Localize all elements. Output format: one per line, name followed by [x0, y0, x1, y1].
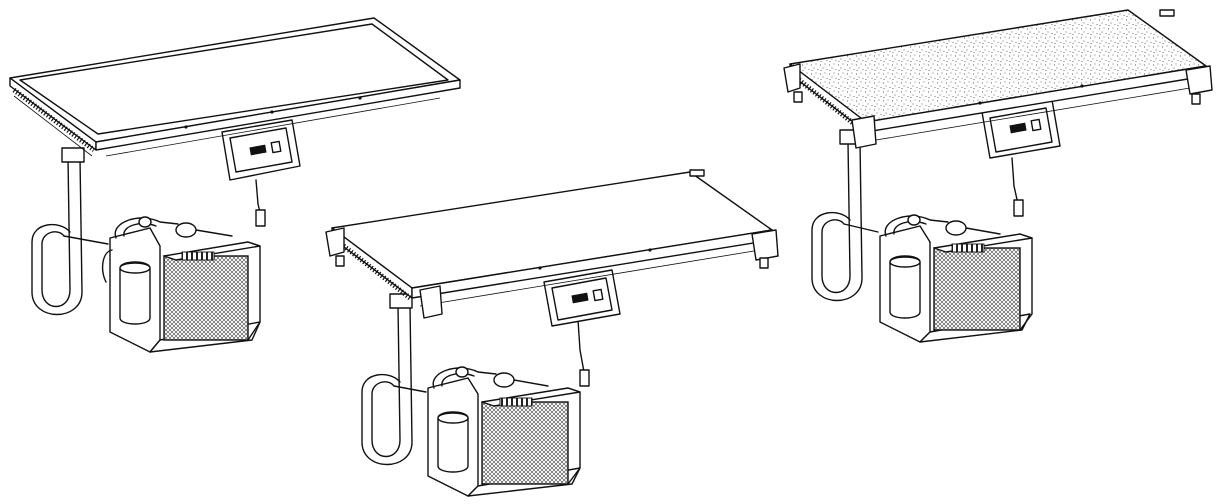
unit-c-top-surface [783, 9, 1213, 149]
unit-c-compressor [879, 214, 1033, 343]
unit-b [325, 169, 779, 497]
unit-c-power-cord [1011, 157, 1019, 205]
unit-b-plug [579, 369, 590, 387]
unit-c-drain-tube [811, 129, 879, 302]
unit-c [783, 9, 1213, 343]
unit-a-drain-tube [31, 147, 109, 316]
unit-b-top-surface [325, 169, 779, 319]
unit-b-drain-tube [361, 293, 427, 466]
unit-b-compressor [427, 366, 581, 497]
unit-a-compressor [101, 216, 261, 353]
unit-a-plug [255, 209, 266, 227]
unit-b-power-cord [577, 319, 585, 373]
unit-a-control-box [221, 119, 301, 181]
unit-a [9, 17, 461, 353]
unit-b-control-box [543, 269, 621, 327]
unit-c-plug [1013, 199, 1024, 217]
unit-a-top-surface [9, 17, 461, 157]
unit-c-control-box [981, 99, 1061, 159]
